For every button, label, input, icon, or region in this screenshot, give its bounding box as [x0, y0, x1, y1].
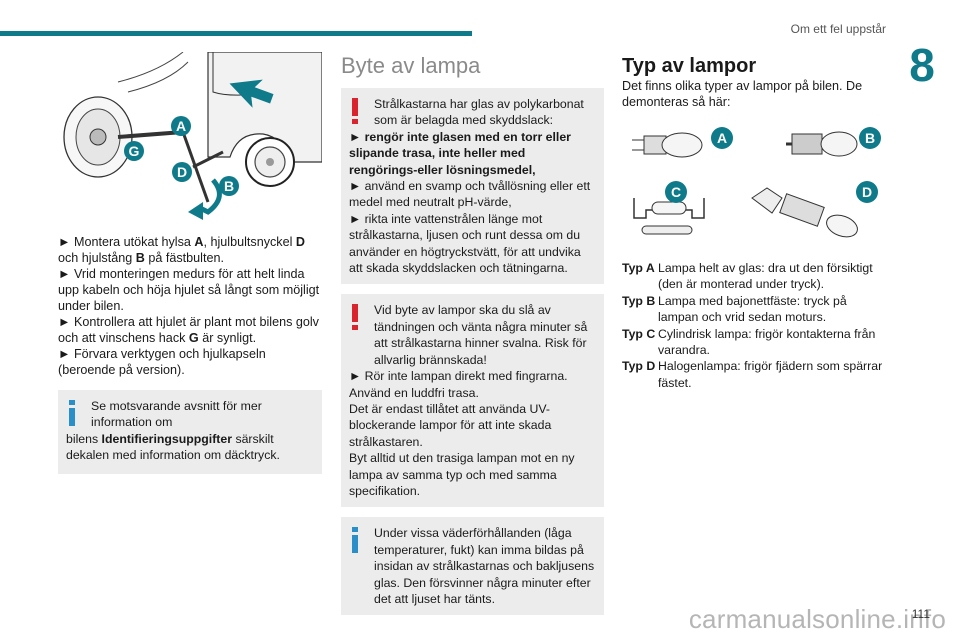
lamp-drawings: A B C — [632, 127, 881, 238]
svg-text:A: A — [176, 118, 186, 134]
info-box-condensation: Under vissa väderförhållanden (låga temp… — [341, 517, 604, 616]
warning-icon — [352, 98, 358, 124]
svg-text:B: B — [865, 130, 875, 146]
svg-text:D: D — [177, 164, 187, 180]
step-store: ► Förvara verktygen och hjulkapseln (ber… — [58, 347, 266, 377]
instructions: ► Montera utökat hylsa A, hjulbultsnycke… — [58, 234, 322, 378]
svg-text:D: D — [862, 184, 872, 200]
lamp-type-list: Typ A Lampa helt av glas: dra ut den för… — [622, 260, 887, 391]
lamp-c-badge: C — [665, 181, 687, 203]
lamp-c-drawing — [633, 198, 705, 235]
warning-box-polycarbonate: Strålkastarna har glas av polykarbonat s… — [341, 88, 604, 285]
step-turn: ► Vrid monteringen medurs för att helt l… — [58, 267, 320, 313]
lamp-d-badge: D — [856, 181, 878, 203]
step-check: ► Kontrollera att hjulet är plant mot bi… — [58, 315, 319, 345]
column-bulb-replacement: Byte av lampa Strålkastarna har glas av … — [341, 52, 604, 616]
heading-bulb-replacement: Byte av lampa — [341, 53, 481, 78]
label-B-badge: B — [219, 176, 239, 196]
lamp-type-c: Typ C Cylindrisk lampa: frigör kontakter… — [622, 326, 876, 358]
column-lamp-types: Typ av lampor Det finns olika typer av l… — [622, 52, 887, 391]
lamp-type-b: Typ B Lampa med bajonettfäste: tryck på … — [622, 293, 847, 325]
label-A-badge: A — [171, 116, 191, 136]
watermark: carmanualsonline.info — [688, 604, 946, 634]
lamp-type-d: Typ D Halogenlampa: frigör fjädern som s… — [622, 359, 883, 390]
spare-wheel-drawing: A G D B — [63, 51, 323, 220]
column-spare-wheel: A G D B ► Montera utökat hylsa A, hjulbu… — [58, 51, 323, 474]
label-G-badge: G — [124, 141, 144, 161]
step-mount: ► Montera utökat hylsa A, hjulbultsnycke… — [58, 235, 305, 265]
section-title: Om ett fel uppstår — [790, 22, 886, 36]
svg-text:G: G — [129, 143, 140, 159]
info-box-tyre-pressure: Se motsvarande avsnitt för mer informati… — [58, 390, 322, 474]
svg-text:C: C — [671, 184, 681, 200]
lamp-type-a: Typ A Lampa helt av glas: dra ut den för… — [622, 261, 873, 292]
lamp-a-drawing — [632, 132, 703, 158]
svg-text:A: A — [717, 130, 727, 146]
lamp-b-drawing — [786, 131, 858, 157]
warning-box-burn: Vid byte av lampor ska du slå av tändnin… — [341, 294, 604, 508]
lamp-a-badge: A — [711, 127, 733, 149]
info-icon — [352, 527, 358, 554]
page-number: 111 — [911, 607, 930, 621]
info-icon — [69, 400, 75, 426]
lamp-d-drawing — [751, 187, 858, 238]
spare-wheel-illustration: A G D B — [58, 51, 323, 222]
header-accent-bar — [0, 31, 472, 36]
svg-text:B: B — [224, 178, 234, 194]
heading-lamp-types: Typ av lampor — [622, 55, 757, 77]
lamp-types-intro: Det finns olika typer av lampor på bilen… — [622, 79, 863, 109]
warning-icon — [352, 304, 358, 331]
label-D-badge: D — [172, 162, 192, 182]
lamp-b-badge: B — [859, 127, 881, 149]
chapter-number: 8 — [909, 39, 935, 91]
lamp-illustrations: A B C — [622, 118, 887, 248]
